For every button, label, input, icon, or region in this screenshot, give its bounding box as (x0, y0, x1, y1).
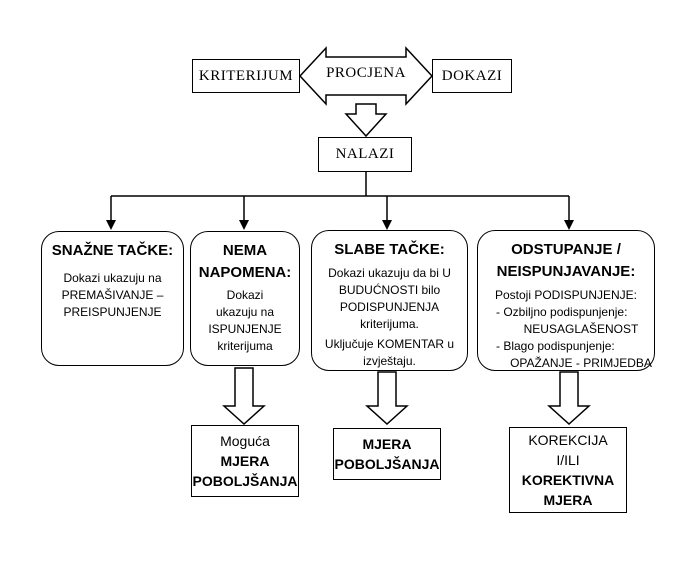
kriterijum-box: KRITERIJUM (192, 59, 300, 93)
nalazi-box: NALAZI (318, 137, 412, 172)
arrowhead-card-4 (564, 220, 574, 230)
card-slabe-tacke: SLABE TAČKE: Dokazi ukazuju da bi U BUDU… (311, 230, 468, 371)
nalazi-label: NALAZI (335, 146, 395, 162)
procjena-label-wrap: PROCJENA (326, 65, 406, 87)
dokazi-box: DOKAZI (432, 59, 512, 93)
card-title: SNAŽNE TAČKE: (51, 242, 174, 259)
result-korekcija: KOREKCIJA I/ILI KOREKTIVNA MJERA (509, 427, 627, 513)
card-text: Dokazi ukazuju na ISPUNJENJE kriterijuma (208, 288, 282, 353)
result-moguca-mjera: Moguća MJERA POBOLJŠANJA (191, 425, 299, 497)
arrowhead-card-1 (106, 220, 116, 230)
kriterijum-label: KRITERIJUM (198, 67, 294, 84)
result-mjera-poboljsanja: MJERA POBOLJŠANJA (333, 428, 441, 480)
arrowhead-card-2 (239, 220, 249, 230)
dokazi-label: DOKAZI (441, 67, 503, 84)
down-arrow-result-3 (547, 371, 591, 426)
procjena-label: PROCJENA (326, 65, 406, 81)
card-title: ODSTUPANJE / NEISPUNJAVANJE: (496, 241, 636, 280)
card-nema-napomena: NEMA NAPOMENA: Dokazi ukazuju na ISPUNJE… (190, 231, 300, 366)
card-text: Postoji PODISPUNJENJE: - Ozbiljno podisp… (494, 288, 652, 370)
card-text: Dokazi ukazuju na PREMAŠIVANJE – PREISPU… (61, 271, 164, 319)
card-odstupanje: ODSTUPANJE / NEISPUNJAVANJE: Postoji POD… (477, 230, 655, 371)
arrowhead-card-3 (382, 220, 392, 230)
card-snazne-tacke: SNAŽNE TAČKE: Dokazi ukazuju na PREMAŠIV… (41, 231, 184, 366)
down-arrow-procjena-nalazi (344, 103, 388, 138)
card-title: NEMA NAPOMENA: (198, 242, 292, 281)
card-text: Dokazi ukazuju da bi U BUDUĆNOSTI bilo P… (324, 266, 455, 368)
down-arrow-result-2 (365, 371, 409, 426)
down-arrow-result-1 (222, 367, 266, 426)
card-title: SLABE TAČKE: (334, 241, 445, 258)
